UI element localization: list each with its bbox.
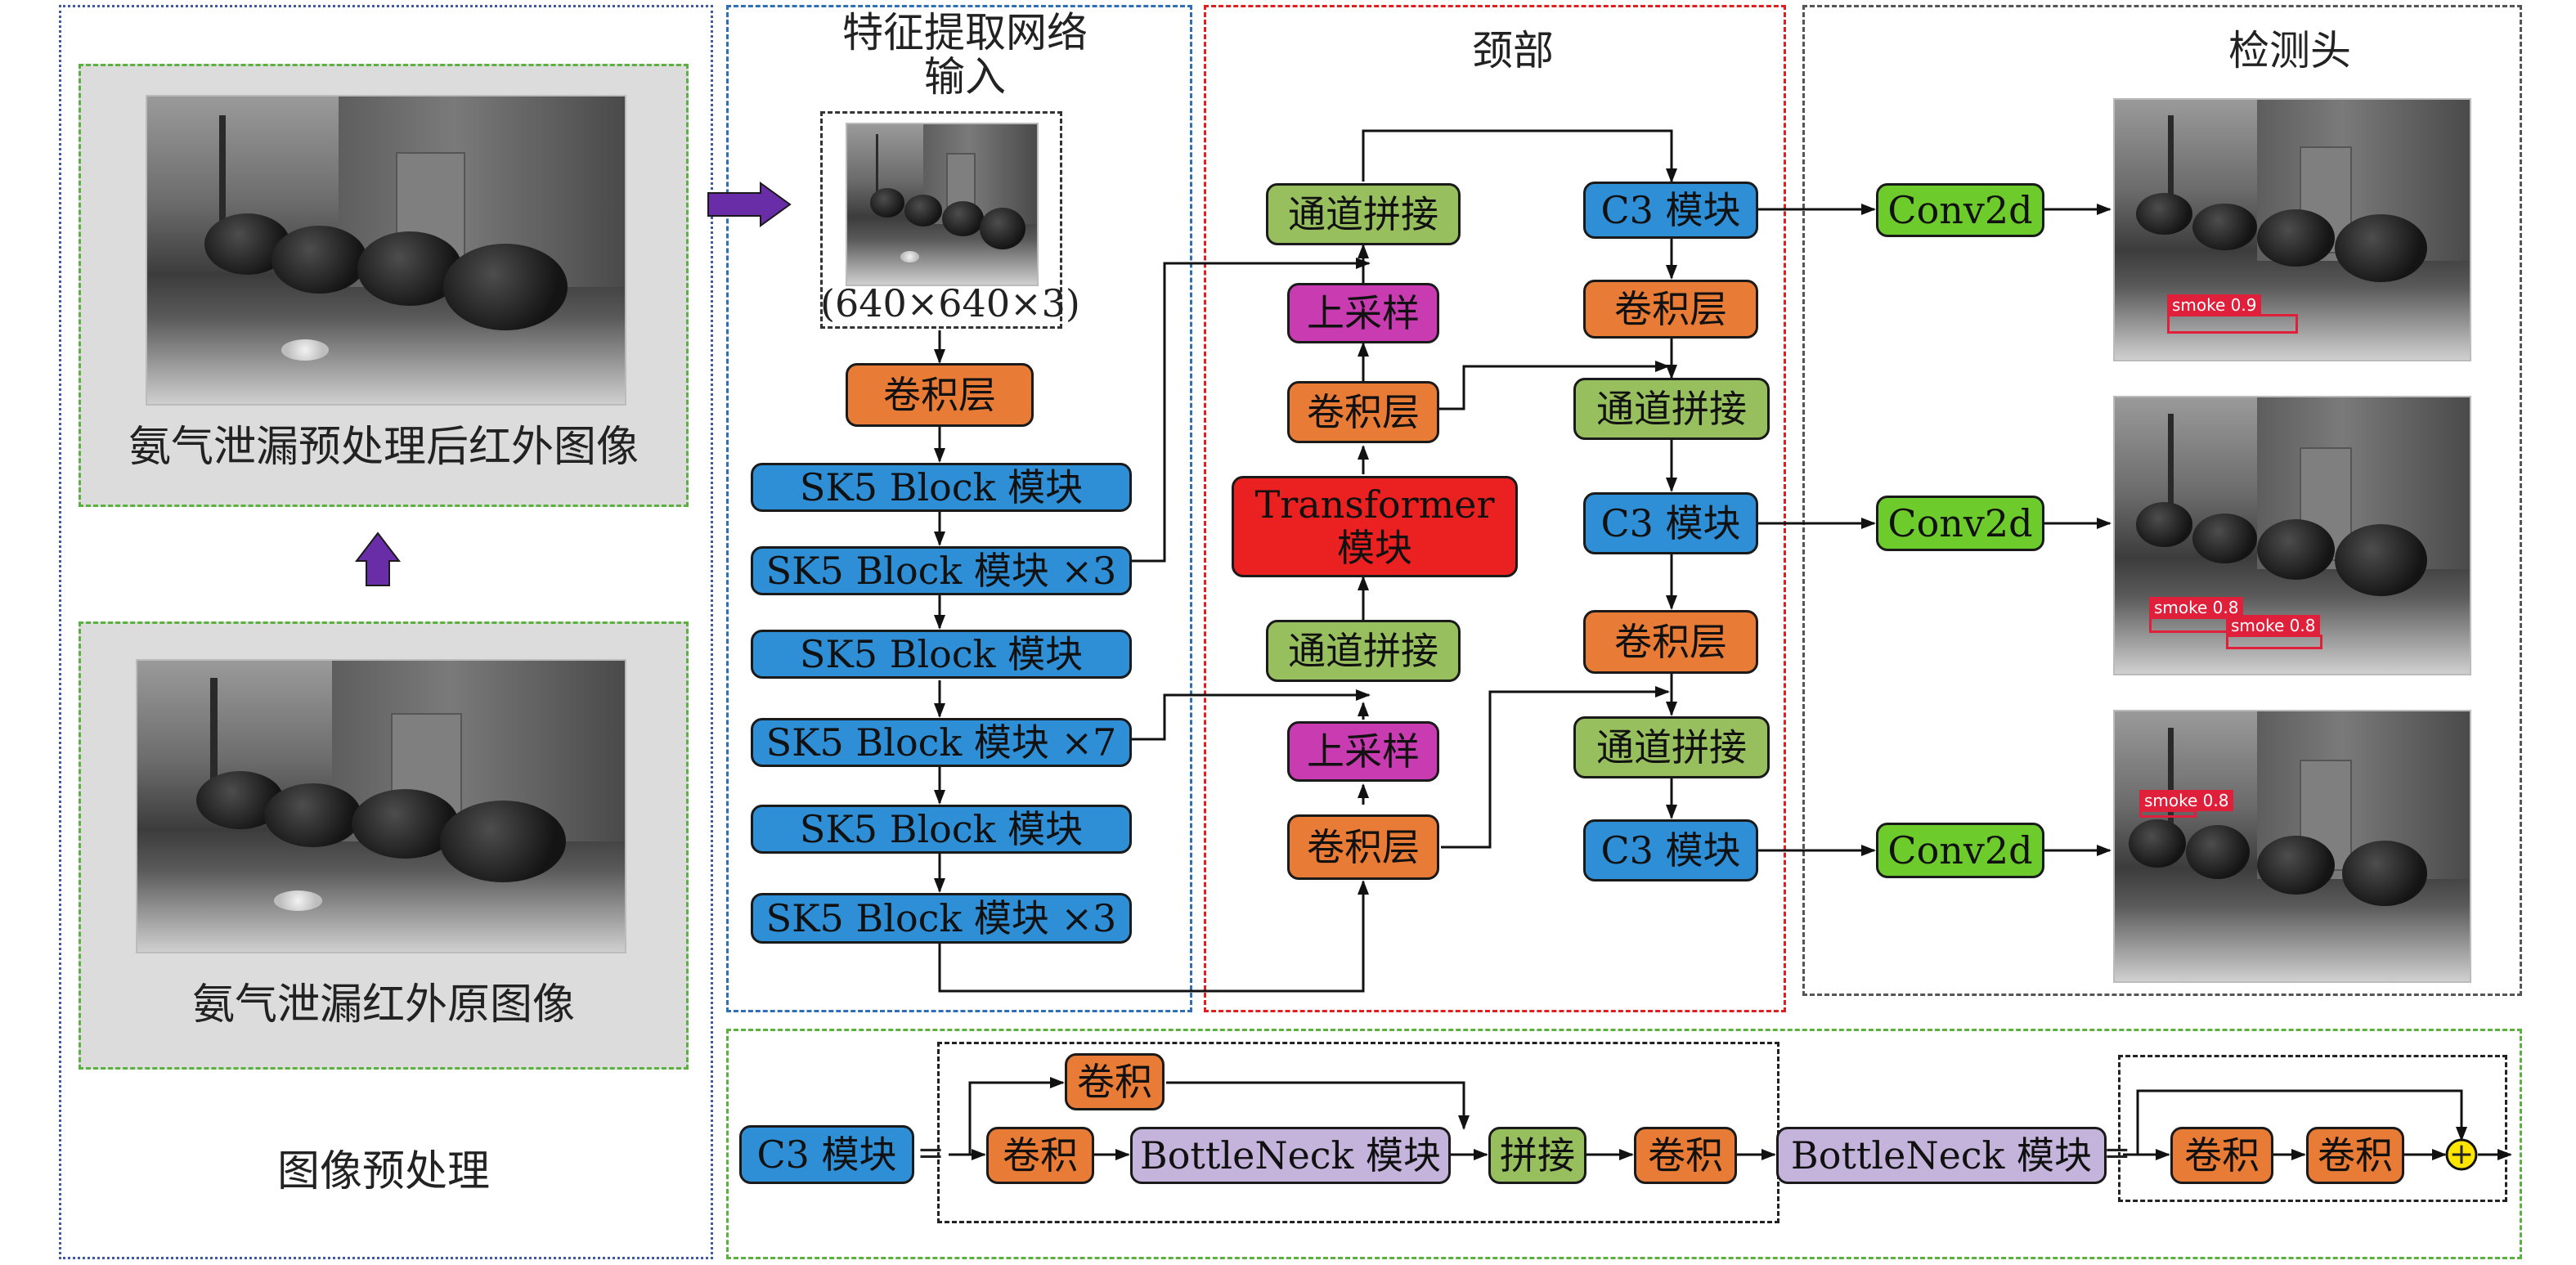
detection-label-2b: smoke 0.8 — [2226, 615, 2321, 636]
sk5-block-6: SK5 Block 模块 ×3 — [751, 893, 1132, 944]
legend-bottleneck: BottleNeck 模块 — [1776, 1127, 2107, 1184]
backbone-region — [726, 5, 1192, 1012]
sk5-block-5: SK5 Block 模块 — [751, 805, 1132, 854]
arrow-neckconv-concat — [1439, 361, 1670, 410]
neck-conv-mid: 卷积层 — [1287, 381, 1439, 443]
neck-c3-a: C3 模块 — [1583, 182, 1758, 239]
detection-label-3: smoke 0.8 — [2139, 790, 2234, 811]
legend-conv-in: 卷积 — [986, 1127, 1094, 1184]
arrow-sk4-concat-mid — [1129, 689, 1371, 741]
neck-upsample-bottom: 上采样 — [1287, 721, 1439, 782]
head-conv2d-3: Conv2d — [1876, 823, 2044, 878]
legend-conv-out: 卷积 — [1634, 1127, 1737, 1184]
input-frame — [820, 111, 1062, 329]
add-node — [2445, 1138, 2478, 1171]
preprocess-original-caption: 氨气泄漏红外原图像 — [191, 980, 575, 1029]
detection-label-2a: smoke 0.8 — [2149, 597, 2244, 618]
preprocess-processed-caption: 氨气泄漏预处理后红外图像 — [128, 423, 639, 472]
neck-title: 颈部 — [1472, 27, 1554, 74]
sk5-block-1: SK5 Block 模块 — [751, 463, 1132, 512]
input-image — [846, 123, 1039, 286]
arrow-b-skip — [2136, 1089, 2467, 1155]
sk5-block-4: SK5 Block 模块 ×7 — [751, 718, 1132, 767]
add-symbol: + — [2448, 1137, 2475, 1171]
neck-concat-mid: 通道拼接 — [1266, 620, 1461, 682]
neck-concat-b: 通道拼接 — [1573, 716, 1770, 778]
neck-concat-top: 通道拼接 — [1266, 183, 1461, 245]
legend-c3-block: C3 模块 — [739, 1125, 914, 1184]
detection-box-2b — [2226, 635, 2322, 649]
neck-c3-c: C3 模块 — [1583, 819, 1758, 881]
preprocess-region — [59, 5, 713, 1259]
neck-transformer: Transformer 模块 — [1232, 476, 1518, 577]
neck-upsample-top: 上采样 — [1287, 283, 1439, 343]
legend-bottleneck-in: BottleNeck 模块 — [1130, 1127, 1451, 1184]
detection-box-1 — [2167, 314, 2298, 334]
head-conv2d-1: Conv2d — [1876, 183, 2044, 237]
legend-concat: 拼接 — [1488, 1127, 1586, 1184]
head-conv2d-2: Conv2d — [1876, 496, 2044, 551]
original-infrared-image — [136, 659, 626, 953]
detection-label-1: smoke 0.9 — [2167, 294, 2262, 316]
output-image-1 — [2113, 98, 2471, 361]
sk5-block-3: SK5 Block 模块 — [751, 630, 1132, 679]
neck-conv-bottom: 卷积层 — [1287, 814, 1439, 880]
preprocess-title: 图像预处理 — [276, 1147, 490, 1196]
arrow-neckconv-concat-b — [1441, 686, 1670, 849]
output-image-3 — [2113, 710, 2471, 983]
arrow-skip-concat — [1166, 1081, 1470, 1130]
legend-bottleneck-conv-2: 卷积 — [2306, 1127, 2404, 1184]
legend-bottleneck-conv-1: 卷积 — [2170, 1127, 2273, 1184]
detection-box-3 — [2139, 810, 2197, 818]
input-size-label: (640×640×3) — [820, 281, 1080, 325]
bottleneck-internal-frame — [2118, 1055, 2507, 1202]
neck-conv-a: 卷积层 — [1583, 280, 1758, 339]
transformer-line-2: 模块 — [1337, 526, 1412, 570]
processed-infrared-image — [146, 95, 626, 406]
head-title: 检测头 — [2228, 27, 2351, 74]
neck-region — [1204, 5, 1786, 1012]
legend-conv-skip: 卷积 — [1065, 1053, 1165, 1110]
output-image-2 — [2113, 396, 2471, 675]
big-arrow-up — [354, 532, 402, 586]
neck-conv-b: 卷积层 — [1583, 610, 1758, 674]
backbone-conv-layer: 卷积层 — [846, 363, 1034, 427]
backbone-input-label: 输入 — [924, 53, 1006, 101]
sk5-block-2: SK5 Block 模块 ×3 — [751, 546, 1132, 595]
legend-equals-2: = — [2103, 1134, 2131, 1172]
head-region — [1802, 5, 2522, 996]
c3-legend-region — [726, 1029, 2522, 1259]
arrow-concat-c3a — [1362, 129, 1677, 183]
arrow-sk6-conv-bottom — [938, 880, 1369, 993]
neck-concat-a: 通道拼接 — [1573, 378, 1770, 440]
legend-equals-1: = — [917, 1134, 945, 1172]
big-arrow-right — [707, 182, 792, 227]
arrow-sk2-concat-top — [1125, 258, 1371, 563]
backbone-title: 特征提取网络 — [842, 9, 1088, 56]
transformer-line-1: Transformer — [1254, 482, 1495, 527]
neck-c3-b: C3 模块 — [1583, 492, 1758, 554]
arrow-legend-skip — [968, 1077, 1065, 1155]
